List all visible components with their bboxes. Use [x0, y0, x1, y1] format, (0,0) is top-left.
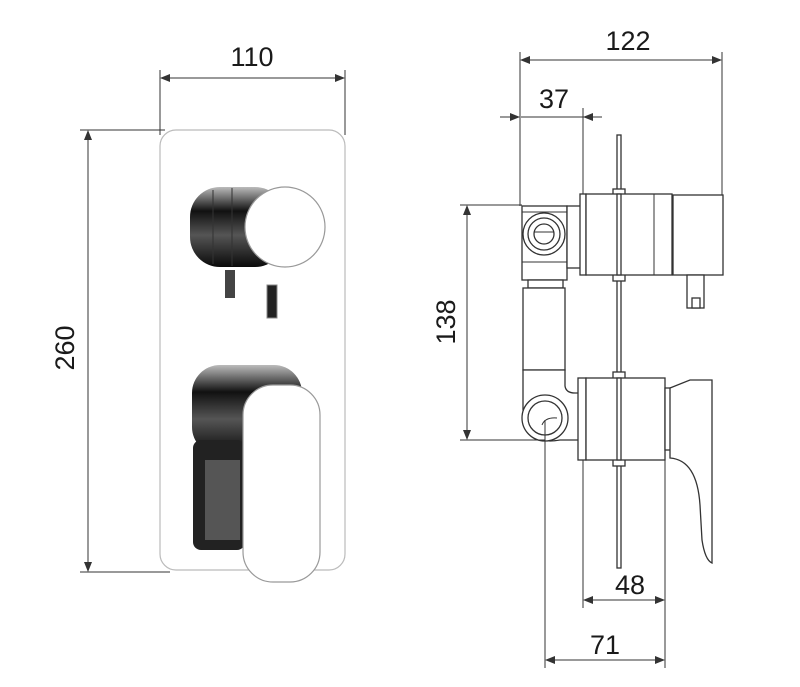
dim-label-71: 71: [590, 630, 620, 660]
dim-label-138: 138: [431, 299, 461, 344]
lower-cartridge: [585, 377, 666, 461]
knob-pin-left: [225, 270, 235, 298]
dimension-71: 71: [544, 420, 665, 668]
side-view: [521, 134, 724, 569]
dimension-260: 260: [50, 129, 170, 573]
upper-cartridge: [579, 193, 587, 276]
dim-label-122: 122: [605, 26, 650, 56]
thermostat-knob-side: [672, 194, 724, 276]
dim-label-48: 48: [615, 570, 645, 600]
dimension-110: 110: [159, 42, 346, 135]
thermostat-knob-face: [244, 186, 326, 268]
dimension-48: 48: [582, 460, 666, 668]
dim-label-260: 260: [50, 325, 80, 370]
lever-side: [669, 379, 713, 564]
wall-plate: [616, 134, 622, 569]
lever-handle: [242, 384, 321, 583]
knob-pin-right: [266, 284, 278, 319]
front-view: [159, 129, 346, 583]
dimension-122: 122: [519, 26, 723, 206]
dimension-37: 37: [500, 84, 602, 194]
dim-label-37: 37: [539, 84, 569, 114]
dimension-138: 138: [431, 204, 545, 441]
connecting-pipe: [522, 287, 566, 371]
dim-label-110: 110: [230, 42, 273, 72]
